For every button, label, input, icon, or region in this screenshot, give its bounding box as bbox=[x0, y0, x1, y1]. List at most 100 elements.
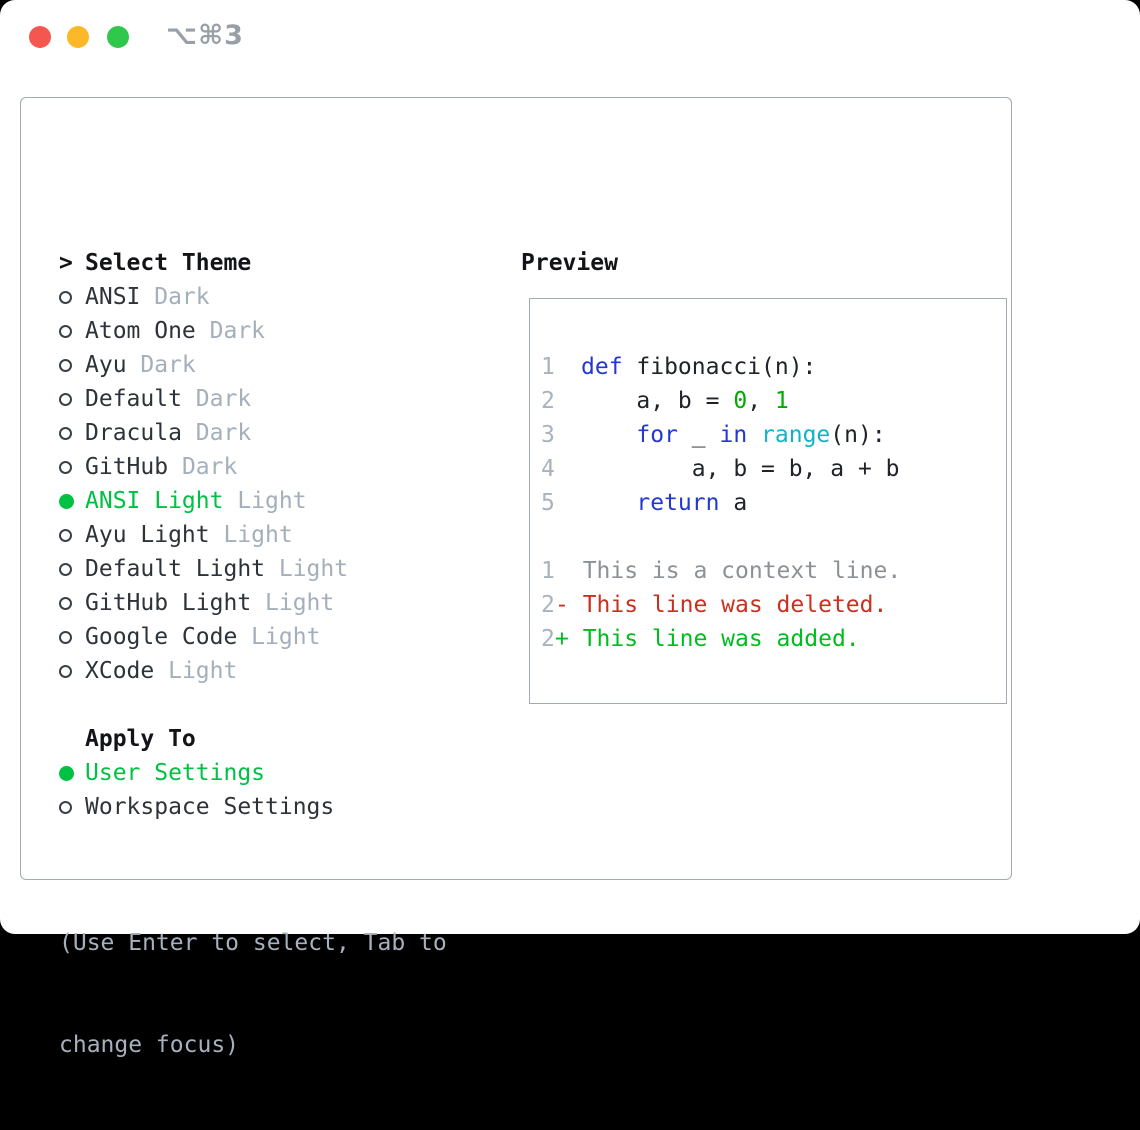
code-line: 3 for _ in range(n): bbox=[541, 418, 1006, 452]
apply-option[interactable]: User Settings bbox=[59, 756, 499, 790]
code-token: , bbox=[747, 388, 775, 414]
line-number: 2 bbox=[541, 388, 555, 414]
radio-selected-icon bbox=[59, 756, 85, 790]
code-token: (n): bbox=[830, 422, 886, 448]
spacer bbox=[59, 824, 499, 858]
radio-selected-icon bbox=[59, 484, 85, 518]
radio-circle-icon bbox=[59, 562, 72, 576]
theme-option[interactable]: ANSI Light Light bbox=[59, 484, 499, 518]
theme-variant: Light bbox=[251, 590, 335, 616]
radio-circle-icon bbox=[59, 290, 72, 304]
theme-variant: Light bbox=[265, 556, 349, 582]
theme-name: Google Code bbox=[85, 624, 238, 650]
theme-name: ANSI Light bbox=[85, 488, 224, 514]
code-content: def fibonacci(n): bbox=[581, 350, 816, 384]
apply-to-indent bbox=[59, 722, 85, 756]
theme-variant: Dark bbox=[126, 352, 196, 378]
theme-variant: Dark bbox=[168, 454, 238, 480]
theme-variant: Light bbox=[209, 522, 293, 548]
theme-option[interactable]: XCode Light bbox=[59, 654, 499, 688]
radio-circle-icon bbox=[59, 358, 72, 372]
theme-name: GitHub Light bbox=[85, 590, 252, 616]
code-token: in bbox=[719, 422, 748, 448]
radio-circle-icon bbox=[59, 800, 72, 814]
radio-unselected-icon bbox=[59, 518, 85, 552]
theme-name: Atom One bbox=[85, 318, 196, 344]
radio-circle-icon bbox=[59, 324, 72, 338]
radio-unselected-icon bbox=[59, 654, 85, 688]
code-token bbox=[581, 422, 636, 448]
code-token: 1 bbox=[774, 388, 789, 414]
code-token: a, b = bbox=[581, 388, 734, 414]
select-theme-title: Select Theme bbox=[85, 250, 252, 276]
radio-circle-icon bbox=[59, 426, 72, 440]
apply-to-title-row: Apply To bbox=[59, 722, 499, 756]
line-number: 1 bbox=[541, 558, 555, 584]
code-content: a, b = b, a + b bbox=[581, 452, 900, 486]
radio-unselected-icon bbox=[59, 450, 85, 484]
selection-caret-icon: > bbox=[59, 250, 73, 276]
theme-name: Dracula bbox=[85, 420, 182, 446]
theme-variant: Dark bbox=[195, 318, 266, 344]
theme-option[interactable]: Default Light Light bbox=[59, 552, 499, 586]
theme-option[interactable]: Ayu Light Light bbox=[59, 518, 499, 552]
theme-name: Ayu bbox=[85, 352, 127, 378]
radio-unselected-icon bbox=[59, 552, 85, 586]
diff-line: 1 This is a context line. bbox=[541, 554, 1006, 588]
theme-option[interactable]: GitHub Light Light bbox=[59, 586, 499, 620]
apply-option-label: Workspace Settings bbox=[85, 794, 335, 820]
radio-unselected-icon bbox=[59, 314, 85, 348]
theme-name: Ayu Light bbox=[85, 522, 210, 548]
theme-option[interactable]: Atom One Dark bbox=[59, 314, 499, 348]
code-token: 0 bbox=[733, 388, 748, 414]
diff-content: + This line was added. bbox=[555, 626, 860, 652]
code-line: 2 a, b = 0, 1 bbox=[541, 384, 1006, 418]
radio-dot-icon bbox=[59, 493, 74, 509]
code-token: a bbox=[719, 490, 748, 516]
theme-name: XCode bbox=[85, 658, 155, 684]
code-line: 5 return a bbox=[541, 486, 1006, 520]
theme-option[interactable]: GitHub Dark bbox=[59, 450, 499, 484]
theme-variant: Dark bbox=[181, 386, 252, 412]
code-line: 4 a, b = b, a + b bbox=[541, 452, 1006, 486]
theme-variant: Dark bbox=[181, 420, 252, 446]
apply-option[interactable]: Workspace Settings bbox=[59, 790, 499, 824]
maximize-button[interactable] bbox=[107, 26, 129, 48]
code-content: a, b = 0, 1 bbox=[581, 384, 789, 418]
keyboard-hint-line2: change focus) bbox=[59, 1032, 240, 1058]
theme-name: Default bbox=[85, 386, 182, 412]
code-content: return a bbox=[581, 486, 747, 520]
radio-unselected-icon bbox=[59, 790, 85, 824]
close-button[interactable] bbox=[29, 26, 51, 48]
theme-name: Default Light bbox=[85, 556, 266, 582]
apply-to-title: Apply To bbox=[85, 726, 196, 752]
diff-line: 2- This line was deleted. bbox=[541, 588, 1006, 622]
radio-unselected-icon bbox=[59, 416, 85, 450]
code-token bbox=[581, 490, 636, 516]
keyboard-hint-line1: (Use Enter to select, Tab to bbox=[59, 930, 447, 956]
theme-option[interactable]: Dracula Dark bbox=[59, 416, 499, 450]
code-token: a, b = b, a + b bbox=[581, 456, 900, 482]
apply-option-label: User Settings bbox=[85, 760, 266, 786]
theme-option[interactable]: Google Code Light bbox=[59, 620, 499, 654]
theme-option[interactable]: Ayu Dark bbox=[59, 348, 499, 382]
code-token: def bbox=[581, 354, 623, 380]
code-token bbox=[747, 422, 761, 448]
radio-unselected-icon bbox=[59, 382, 85, 416]
line-number: 2 bbox=[541, 592, 555, 618]
radio-circle-icon bbox=[59, 528, 72, 542]
radio-circle-icon bbox=[59, 664, 72, 678]
theme-variant: Dark bbox=[140, 284, 210, 310]
theme-name: GitHub bbox=[85, 454, 169, 480]
diff-content: - This line was deleted. bbox=[555, 592, 888, 618]
theme-option[interactable]: Default Dark bbox=[59, 382, 499, 416]
radio-circle-icon bbox=[59, 630, 72, 644]
code-token: range bbox=[761, 422, 831, 448]
minimize-button[interactable] bbox=[67, 26, 89, 48]
radio-circle-icon bbox=[59, 460, 72, 474]
code-token: for bbox=[636, 422, 678, 448]
theme-option[interactable]: ANSI Dark bbox=[59, 280, 499, 314]
